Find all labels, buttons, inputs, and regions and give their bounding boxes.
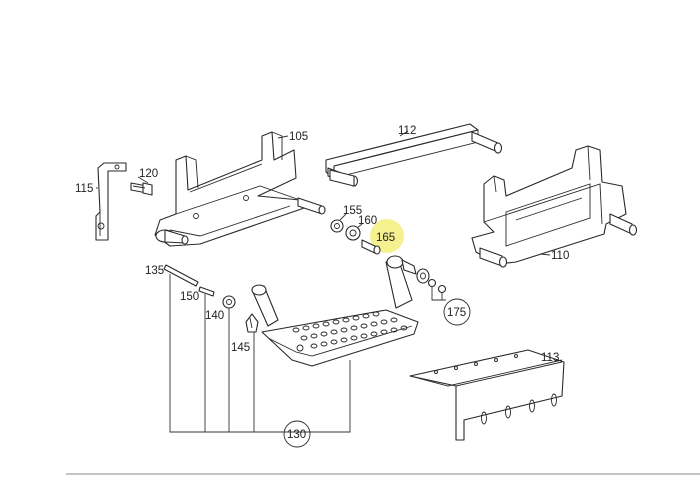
clip-145[interactable] bbox=[245, 313, 259, 333]
callout-145[interactable]: 145 bbox=[231, 342, 250, 354]
callout-120[interactable]: 120 bbox=[139, 168, 158, 180]
rod-112[interactable] bbox=[325, 123, 503, 187]
callout-140[interactable]: 140 bbox=[205, 310, 224, 322]
bushing-165[interactable] bbox=[361, 239, 381, 255]
callout-150[interactable]: 150 bbox=[180, 291, 199, 303]
callout-135[interactable]: 135 bbox=[145, 265, 164, 277]
bolt-120[interactable] bbox=[130, 182, 153, 196]
callout-highlight bbox=[370, 219, 404, 253]
callout-115[interactable]: 115 bbox=[75, 183, 93, 195]
washer-155[interactable] bbox=[330, 219, 344, 233]
callout-circle-130 bbox=[283, 420, 311, 448]
callout-113[interactable]: 113 bbox=[541, 352, 559, 364]
leader-112 bbox=[399, 130, 409, 137]
leader-155 bbox=[339, 213, 347, 221]
callout-110[interactable]: 110 bbox=[551, 250, 569, 262]
pin-150[interactable] bbox=[198, 286, 215, 297]
callout-circle-175 bbox=[443, 298, 471, 326]
bracket-115[interactable] bbox=[95, 162, 127, 241]
leader-160 bbox=[356, 223, 363, 229]
rod-135[interactable] bbox=[163, 264, 199, 287]
leader-110 bbox=[539, 253, 551, 256]
leader-105 bbox=[277, 135, 289, 139]
leader-175a bbox=[431, 287, 446, 301]
washer-140[interactable] bbox=[222, 295, 236, 309]
callout-112[interactable]: 112 bbox=[398, 125, 416, 137]
callout-130[interactable]: 130 bbox=[287, 429, 306, 441]
callout-155[interactable]: 155 bbox=[343, 205, 362, 217]
washer-nut-175[interactable] bbox=[416, 268, 447, 294]
washer-160[interactable] bbox=[345, 225, 361, 241]
callout-160[interactable]: 160 bbox=[358, 215, 377, 227]
leader-130-frame bbox=[169, 274, 351, 433]
leader-120 bbox=[137, 176, 149, 184]
callout-165[interactable]: 165 bbox=[376, 232, 395, 244]
plate-113[interactable] bbox=[409, 349, 565, 441]
callout-105[interactable]: 105 bbox=[289, 131, 308, 143]
step-frame-110[interactable] bbox=[471, 145, 638, 268]
step-frame-105[interactable] bbox=[154, 131, 326, 247]
callout-175[interactable]: 175 bbox=[447, 307, 466, 319]
step-tread-130[interactable] bbox=[251, 255, 419, 367]
